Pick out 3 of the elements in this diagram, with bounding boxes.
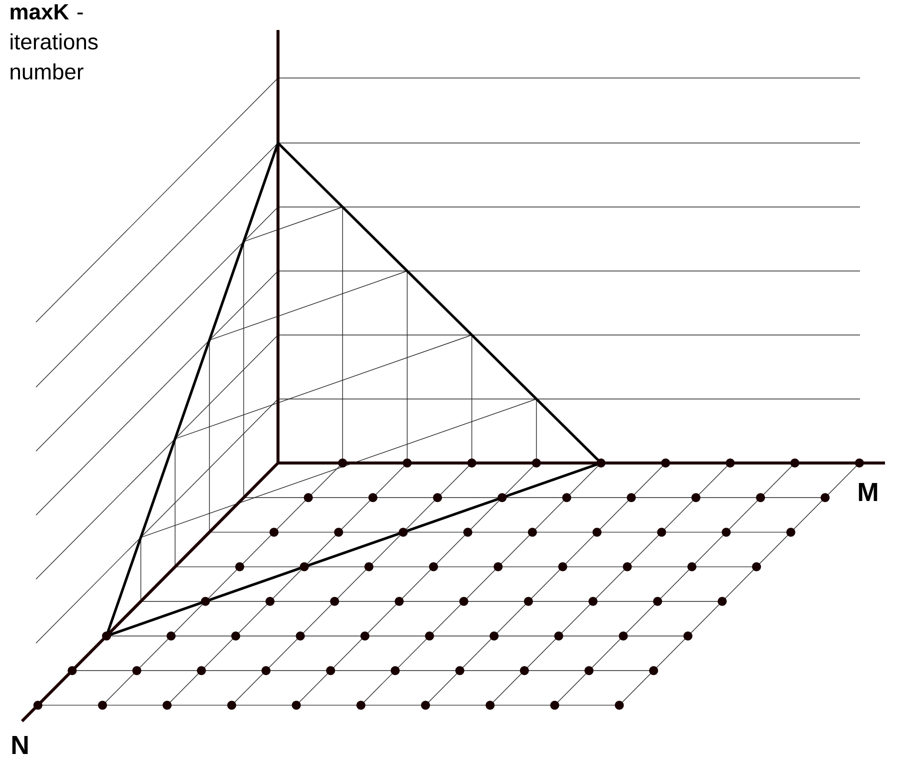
axis-label: M <box>858 483 878 501</box>
axis-label: N <box>12 736 28 754</box>
axis-label: maxK - iterations number <box>10 4 98 80</box>
